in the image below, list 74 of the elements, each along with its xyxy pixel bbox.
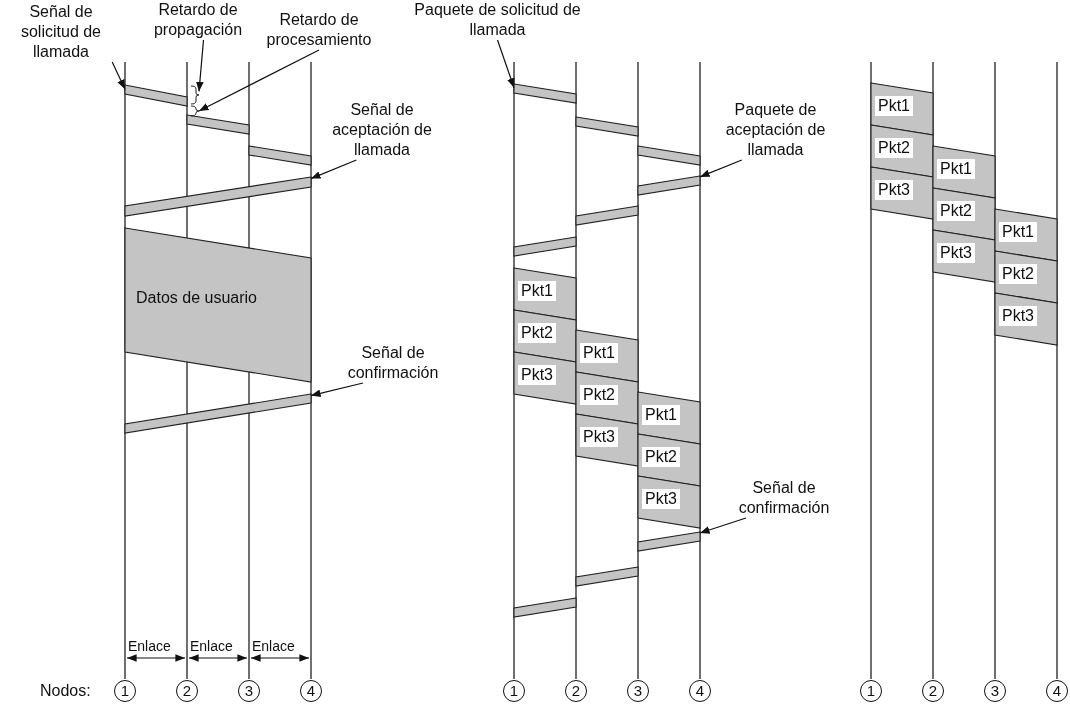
leader-arrow [111,61,126,90]
node-number-circle: 2 [922,680,944,702]
packet-label: Pkt2 [580,385,618,405]
packet-label: Pkt3 [580,427,618,447]
signal-bar [513,597,577,618]
node-number-circle: 4 [300,680,322,702]
packet-label: Pkt3 [937,243,975,263]
packet-block [933,230,995,282]
signal-bar [248,145,312,166]
packet-label: Pkt2 [875,138,913,158]
data-label: Datos de usuario [135,288,258,308]
node-number-circle: 4 [689,680,711,702]
signal-bar [124,393,312,434]
packet-block [995,293,1057,345]
leader-arrow [310,159,357,180]
packet-label: Pkt3 [518,365,556,385]
signal-bar [575,116,639,137]
signal-bar [575,205,639,226]
link-label: Enlace [190,637,233,655]
callout-text: Señal de solicitud de llamada [0,2,122,62]
leader-arrow [196,39,205,92]
node-number-circle: 3 [984,680,1006,702]
packet-label: Pkt1 [999,222,1037,242]
callout-text: Señal de confirmación [708,478,860,518]
packet-label: Pkt3 [999,306,1037,326]
node-number-circle: 2 [565,680,587,702]
packet-label: Pkt3 [875,180,913,200]
signal-bar [637,145,701,166]
leader-arrow [699,517,747,534]
node-number-circle: 3 [627,680,649,702]
signal-bar [124,176,312,217]
callout-text: Señal de aceptación de llamada [318,100,446,160]
signal-bar [513,236,577,257]
signal-bar [186,114,250,135]
packet-label: Pkt1 [580,343,618,363]
packet-label: Pkt3 [642,489,680,509]
signal-bar [637,531,701,552]
callout-text: Retardo de procesamiento [258,10,380,50]
packet-block [871,167,933,219]
callout-text: Paquete de aceptación de llamada [708,100,843,160]
leader-arrow [310,382,364,398]
signal-bar [513,83,577,104]
callout-text: Señal de confirmación [318,343,468,383]
packet-label: Pkt2 [642,447,680,467]
packet-label: Pkt2 [518,323,556,343]
signal-bar [124,84,188,107]
node-number-circle: 3 [238,680,260,702]
packet-label: Pkt1 [518,281,556,301]
brace [190,85,200,105]
node-number-circle: 4 [1046,680,1068,702]
callout-text: Retardo de propagación [143,0,253,40]
signal-bar [575,566,639,587]
packet-label: Pkt1 [937,159,975,179]
link-label: Enlace [252,637,295,655]
leader-arrow [699,159,743,178]
leader-arrow [198,49,320,112]
brace [190,105,200,117]
packet-label: Pkt1 [642,405,680,425]
packet-label: Pkt1 [875,96,913,116]
signal-bar [637,175,701,196]
packet-block [514,352,576,404]
data-block [125,228,311,382]
packet-block [576,414,638,466]
packet-label: Pkt2 [999,264,1037,284]
link-label: Enlace [128,637,171,655]
axis-label: Nodos: [40,682,91,700]
packet-block [638,476,700,528]
node-number-circle: 1 [860,680,882,702]
packet-label: Pkt2 [937,201,975,221]
leader-arrow [496,39,515,89]
node-number-circle: 2 [176,680,198,702]
node-number-circle: 1 [114,680,136,702]
node-number-circle: 1 [503,680,525,702]
callout-text: Paquete de solicitud de llamada [395,0,600,40]
